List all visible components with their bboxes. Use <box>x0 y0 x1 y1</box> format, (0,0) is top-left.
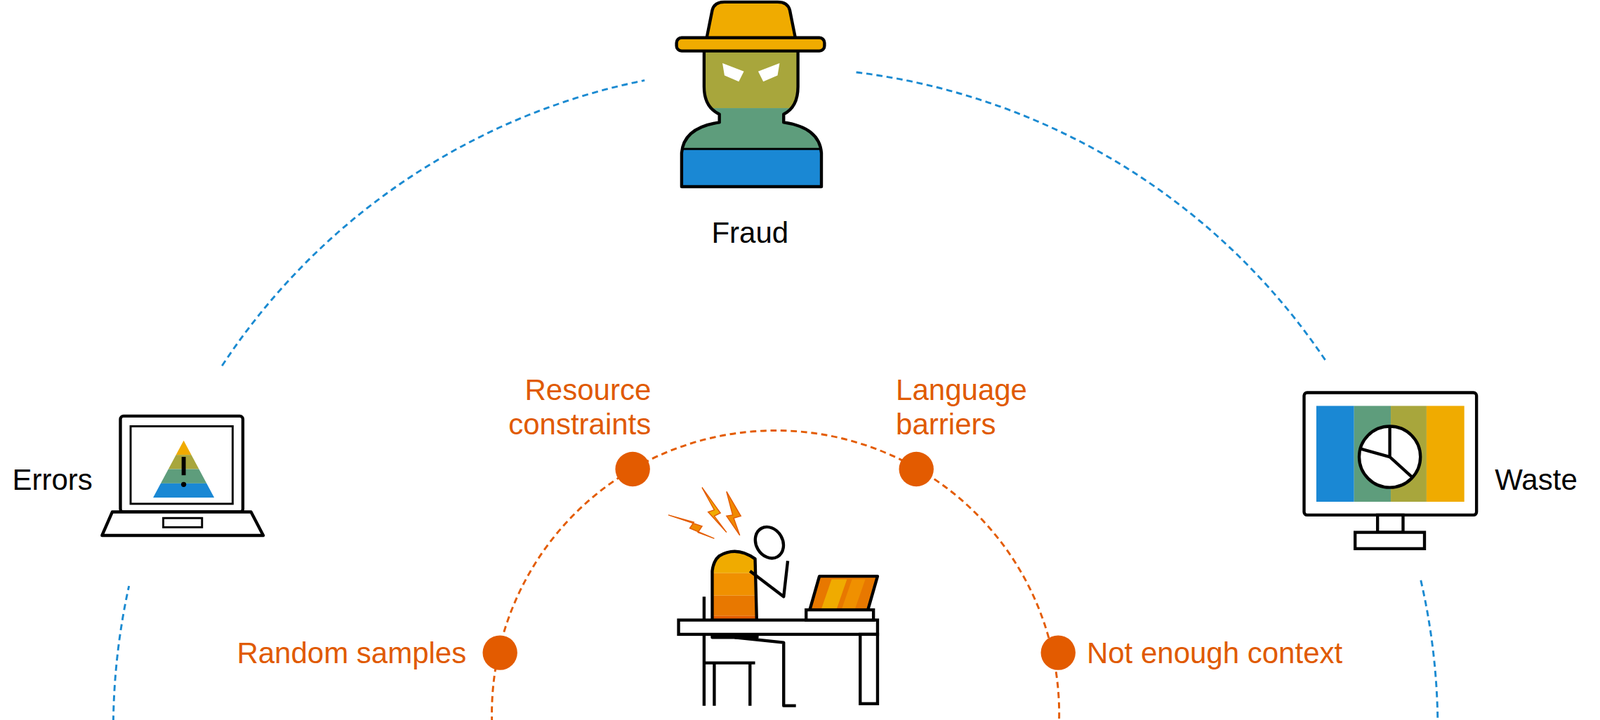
laptop-icon <box>181 482 187 488</box>
challenge-label: Not enough context <box>1086 636 1343 671</box>
category-label: Waste <box>1494 462 1577 498</box>
monitor-icon <box>1377 515 1403 533</box>
fraud-figure <box>681 49 822 187</box>
monitor-icon <box>1426 405 1465 502</box>
worker-figure <box>668 487 878 707</box>
fraud-figure <box>706 2 797 41</box>
fraud-figure <box>681 148 822 151</box>
monitor-icon <box>1390 426 1413 478</box>
fraud-figure <box>722 63 745 82</box>
lightning-bolt <box>668 515 714 539</box>
monitor-icon <box>1359 448 1390 458</box>
monitor-icon <box>1316 405 1355 502</box>
worker-figure <box>678 620 878 635</box>
worker-figure <box>709 573 761 597</box>
worker-figure <box>709 596 761 617</box>
fraud-figure <box>673 40 827 190</box>
challenge-label: Language barriers <box>895 372 1073 442</box>
arc-dot <box>898 452 934 487</box>
fraud-figure <box>673 148 827 190</box>
arc-dot <box>1041 635 1076 670</box>
worker-figure <box>809 576 878 613</box>
laptop-icon <box>148 438 220 500</box>
outer-dashed-arc <box>221 80 645 367</box>
challenge-label: Random samples <box>236 636 467 671</box>
fraud-figure <box>758 63 780 82</box>
laptop-icon <box>163 518 203 528</box>
worker-figure <box>749 560 788 597</box>
laptop-icon <box>101 512 264 536</box>
arc-dot <box>482 452 1075 671</box>
category-label: Errors <box>11 462 92 498</box>
outer-dashed-arc <box>1420 580 1438 720</box>
worker-figure <box>749 522 790 564</box>
worker-figure <box>860 634 878 705</box>
monitor-icon <box>1304 393 1478 550</box>
worker-figure <box>734 637 796 706</box>
fraud-figure <box>676 37 825 52</box>
worker-figure <box>841 579 865 609</box>
inner-dashed-arc <box>492 431 1060 720</box>
lightning-bolt <box>702 487 727 533</box>
inner-dashed-arc <box>492 431 1060 720</box>
lightning-bolt <box>726 491 741 535</box>
laptop-icon <box>120 416 243 513</box>
outer-dashed-arc <box>113 586 129 720</box>
category-label: Fraud <box>711 215 789 250</box>
fraud-figure <box>673 2 827 190</box>
worker-figure <box>805 610 874 621</box>
monitor-icon <box>1354 532 1425 550</box>
monitor-icon <box>1359 426 1421 488</box>
worker-figure <box>821 579 847 609</box>
laptop-icon <box>130 426 233 504</box>
monitor-icon <box>1304 393 1478 516</box>
lightning-bolt <box>668 487 741 540</box>
outer-dashed-arc <box>113 72 1438 720</box>
laptop-icon <box>101 416 264 536</box>
arc-dot <box>482 635 517 670</box>
challenge-label: Resource constraints <box>473 372 651 442</box>
outer-dashed-arc <box>856 72 1327 363</box>
laptop-icon <box>181 457 187 476</box>
arc-dot <box>615 452 650 487</box>
laptop-icon <box>148 438 220 455</box>
